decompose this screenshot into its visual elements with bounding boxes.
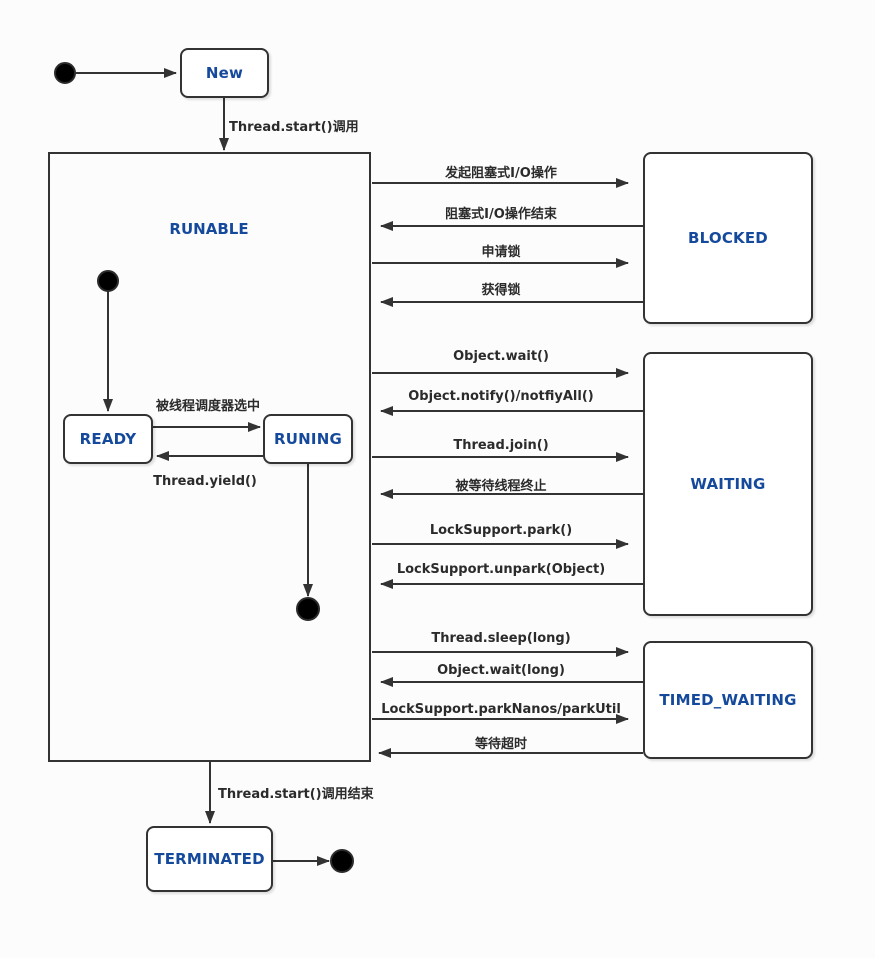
state-terminated-label: TERMINATED	[154, 850, 265, 868]
label-io-end: 阻塞式I/O操作结束	[445, 207, 557, 222]
state-timed-waiting: TIMED_WAITING	[643, 641, 813, 759]
label-thread-sleep: Thread.sleep(long)	[431, 631, 571, 646]
state-runnable	[48, 152, 371, 762]
inner-final-dot	[296, 597, 320, 621]
label-apply-lock: 申请锁	[481, 245, 521, 260]
state-runnable-label: RUNABLE	[169, 220, 249, 238]
state-timed-waiting-label: TIMED_WAITING	[659, 691, 797, 709]
state-blocked: BLOCKED	[643, 152, 813, 324]
state-runing-label: RUNING	[274, 430, 342, 448]
state-blocked-label: BLOCKED	[688, 229, 768, 247]
label-wait-timeout: 等待超时	[474, 737, 528, 752]
label-thread-start-end: Thread.start()调用结束	[218, 787, 374, 802]
label-object-wait: Object.wait()	[453, 349, 549, 364]
label-locksupport-unpark: LockSupport.unpark(Object)	[396, 562, 606, 577]
state-runing: RUNING	[263, 414, 353, 464]
final-dot	[330, 849, 354, 873]
label-thread-start: Thread.start()调用	[229, 120, 359, 135]
state-new-label: New	[205, 64, 244, 82]
state-ready: READY	[63, 414, 153, 464]
label-thread-yield: Thread.yield()	[153, 474, 257, 489]
label-scheduler-select: 被线程调度器选中	[155, 399, 261, 414]
start-dot	[54, 62, 76, 84]
label-io-begin: 发起阻塞式I/O操作	[445, 166, 557, 181]
state-new: New	[180, 48, 269, 98]
label-locksupport-parknanos: LockSupport.parkNanos/parkUtil	[381, 702, 621, 717]
label-object-wait-long: Object.wait(long)	[437, 663, 565, 678]
label-locksupport-park: LockSupport.park()	[429, 523, 573, 538]
label-acquire-lock: 获得锁	[481, 283, 521, 298]
label-waited-thread-end: 被等待线程终止	[455, 479, 547, 494]
state-waiting-label: WAITING	[690, 475, 766, 493]
state-waiting: WAITING	[643, 352, 813, 616]
label-thread-join: Thread.join()	[453, 438, 549, 453]
label-object-notify: Object.notify()/notfiyAll()	[408, 389, 594, 404]
inner-start-dot	[97, 270, 119, 292]
state-terminated: TERMINATED	[146, 826, 273, 892]
state-ready-label: READY	[79, 430, 137, 448]
